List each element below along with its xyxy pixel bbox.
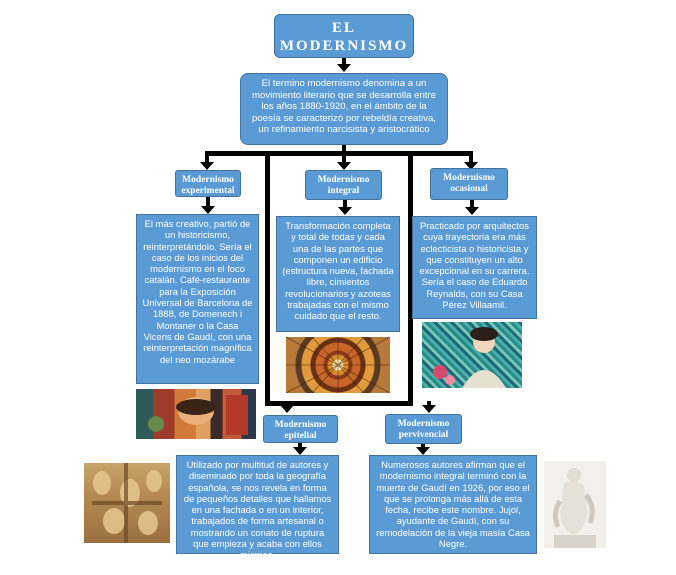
mosaic-figure xyxy=(433,327,506,388)
category-epitelial: Modernismo epitelial xyxy=(263,415,338,443)
connector-experimental-text xyxy=(206,197,210,207)
connector-drop-pervivencial xyxy=(427,401,431,406)
arrow-epitelial-text xyxy=(293,447,307,455)
text-experimental: El más creativo, partió de un historicis… xyxy=(136,214,259,384)
connector-intro-bar xyxy=(342,145,346,152)
dome-rays xyxy=(286,337,390,393)
connector-drop-experimental xyxy=(205,151,209,164)
connector-epitelial-text xyxy=(298,443,302,449)
arrow-integral-text xyxy=(338,207,352,215)
portrait-shapes xyxy=(148,395,248,435)
connector-long-epitelial xyxy=(265,151,270,405)
arrow-pervivencial-text xyxy=(416,447,430,455)
category-ocasional-line1: Modernismo xyxy=(443,173,495,183)
connector-drop-ocasional xyxy=(469,151,473,164)
arrow-drop-ocasional xyxy=(464,162,478,170)
category-experimental: Modernismo experimental xyxy=(175,170,241,197)
category-epitelial-line2: epitelial xyxy=(284,431,317,441)
connector-long-pervivencial xyxy=(408,151,413,405)
text-ocasional: Practicado por arquitectos cuya trayecto… xyxy=(412,216,537,319)
connector-drop-integral xyxy=(342,151,346,164)
arrow-drop-pervivencial xyxy=(422,405,436,413)
text-epitelial: Utilizado por multitud de autores y dise… xyxy=(176,455,339,560)
connector-ocasional-text xyxy=(470,200,474,208)
sculpture-figure xyxy=(552,468,596,548)
connector-pervivencial-text xyxy=(421,444,425,449)
category-integral: Modernismo integral xyxy=(305,170,382,200)
connector-bottom-horizontal xyxy=(265,401,413,406)
connector-integral-text xyxy=(343,200,347,208)
title-box: EL MODERNISMO xyxy=(274,14,414,58)
marble-sculpture-image xyxy=(544,461,606,548)
main-horizontal-bar xyxy=(205,151,473,156)
arrow-title-intro xyxy=(337,64,351,72)
connector-title-intro xyxy=(342,58,346,65)
portrait-painting-image xyxy=(136,389,256,439)
text-pervivencial: Numerosos autores afirman que el moderni… xyxy=(369,455,537,554)
title-line2: MODERNISMO xyxy=(279,38,409,54)
mosaic-woman-image xyxy=(422,322,522,388)
facade-details xyxy=(92,463,162,543)
category-pervivencial: Modernismo pervivencial xyxy=(385,414,462,444)
category-ocasional-line2: ocasional xyxy=(450,184,488,194)
connector-drop-epitelial xyxy=(285,401,289,406)
arrow-ocasional-text xyxy=(465,207,479,215)
stained-glass-dome-image xyxy=(286,337,390,393)
intro-box: El termino modernismo denomina a un movi… xyxy=(240,73,448,145)
arrow-drop-epitelial xyxy=(280,405,294,413)
text-integral: Transformación completa y total de todas… xyxy=(276,216,400,332)
category-pervivencial-line2: pervivencial xyxy=(398,430,449,440)
arrow-experimental-text xyxy=(201,206,215,214)
category-experimental-line1: Modernismo xyxy=(182,175,234,185)
title-line1: EL xyxy=(331,20,356,36)
category-pervivencial-line1: Modernismo xyxy=(397,419,450,429)
category-experimental-line2: experimental xyxy=(181,186,235,196)
sagrada-familia-facade-image xyxy=(84,463,170,543)
category-integral-line1: Modernismo xyxy=(317,175,370,185)
arrow-drop-experimental xyxy=(200,162,214,170)
category-epitelial-line1: Modernismo xyxy=(274,420,327,430)
category-integral-line2: integral xyxy=(327,186,360,196)
arrow-drop-integral xyxy=(337,162,351,170)
category-ocasional: Modernismo ocasional xyxy=(430,168,508,200)
